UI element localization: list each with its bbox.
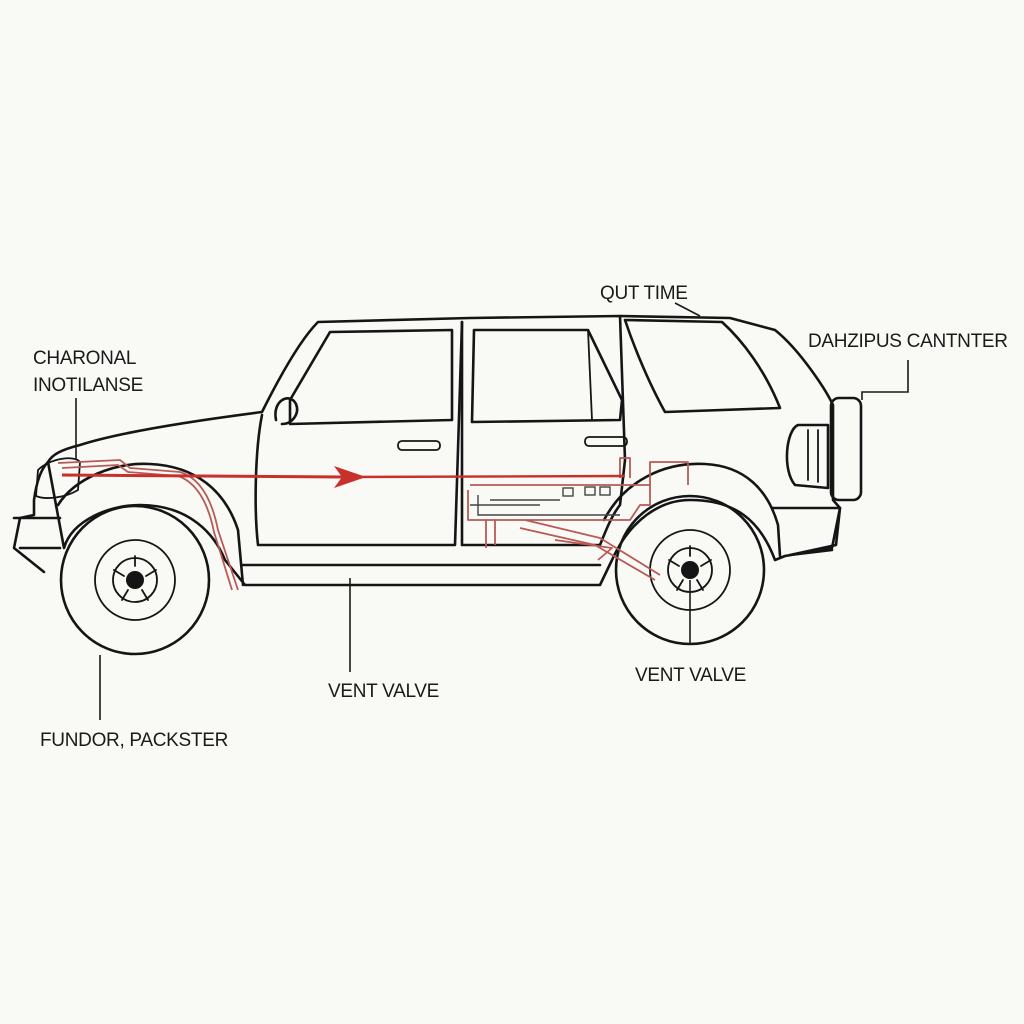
spare-tire-housing (829, 396, 863, 502)
rear-door-handle (584, 436, 628, 447)
tank-drain (485, 520, 496, 548)
tank-assembly (467, 484, 651, 521)
arrow-head (334, 466, 366, 488)
front-door-handle (397, 440, 441, 451)
callout-labels: CHARONAL INOTILANSE QUT TIME DAHZIPUS CA… (33, 283, 1008, 751)
label-charcoal-line1: CHARONAL (33, 348, 136, 369)
headlight (35, 457, 81, 499)
tank-assembly-inner (470, 495, 620, 516)
label-charcoal-line2: INOTILANSE (33, 375, 143, 396)
front-bumper (12, 516, 62, 550)
tank-line-loop (619, 457, 689, 485)
purge-line-diag (554, 539, 613, 561)
leader-lines (75, 302, 909, 720)
rear-fender-arch (602, 462, 782, 558)
vehicle-outline (12, 314, 863, 656)
front-window (288, 328, 454, 426)
evap-lines (57, 457, 689, 591)
sensor-box-2 (584, 486, 596, 496)
label-bottom-left: FUNDOR, PACKSTER (40, 730, 228, 751)
front-vapor-line (57, 459, 239, 591)
taillight-detail (807, 429, 819, 483)
leader-purge-time (674, 302, 701, 317)
rear-bumper (770, 506, 842, 557)
sensor-box-3 (599, 486, 611, 496)
front-door (254, 320, 464, 547)
purge-line-lower (519, 519, 661, 581)
vapor-flow-arrow (61, 466, 626, 488)
label-vent-valve-right: VENT VALVE (635, 665, 746, 686)
taillight (785, 423, 830, 490)
rear-window (470, 328, 624, 424)
front-wheel (59, 504, 211, 656)
cargo-window (623, 318, 782, 414)
front-vapor-line-2 (61, 464, 233, 591)
label-vent-valve-center: VENT VALVE (328, 681, 439, 702)
rear-window-divider (587, 329, 593, 421)
leader-canister (861, 360, 909, 400)
sensor-box-1 (562, 487, 574, 497)
side-mirror (274, 397, 299, 426)
label-purge-time: QUT TIME (600, 283, 688, 304)
label-canister: DAHZIPUS CANTNTER (808, 331, 1008, 352)
rear-door (460, 314, 627, 547)
front-fender-arch (56, 462, 245, 587)
